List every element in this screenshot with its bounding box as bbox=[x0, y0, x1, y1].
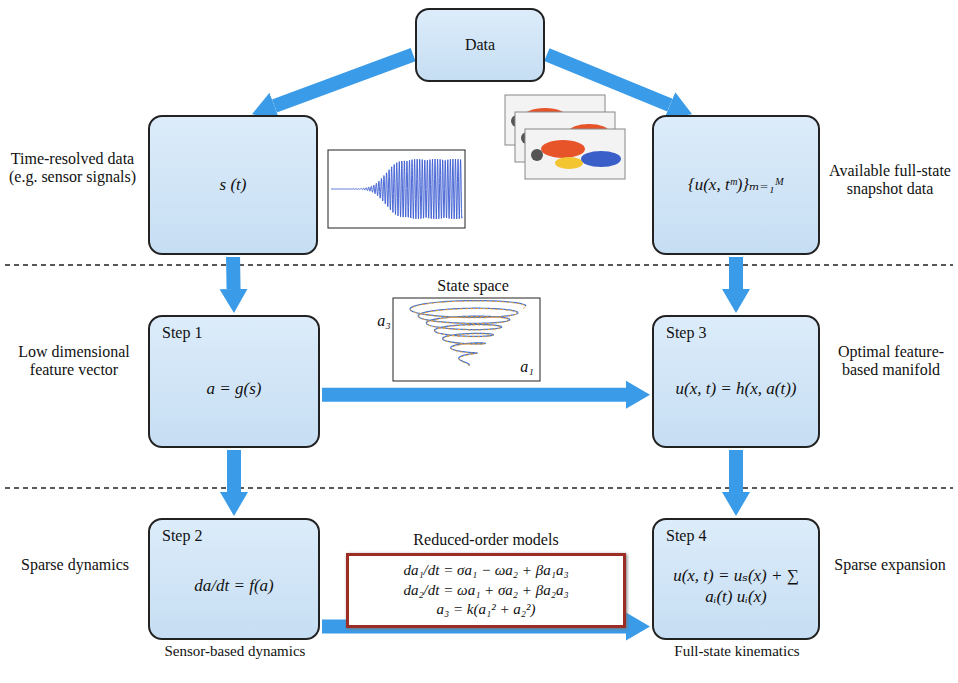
side-label: Sparse expansion bbox=[830, 556, 950, 574]
state-space-plot bbox=[410, 301, 526, 366]
axis-label: a₁ bbox=[518, 358, 536, 376]
side-label: Sensor-based dynamics bbox=[160, 643, 310, 660]
snapshot-box: {u(x, tᵐ)}ₘ₌₁ᴹ bbox=[652, 115, 820, 255]
node-text: s (t) bbox=[220, 175, 247, 195]
node-text: Data bbox=[465, 35, 495, 54]
model-frame: da₁/dt = σa₁ − ωa₂ + βa₁a₃da₂/dt = ωa₁ +… bbox=[346, 553, 626, 628]
step-title: Step 3 bbox=[666, 323, 706, 342]
side-label: Time-resolved data (e.g. sensor signals) bbox=[5, 150, 140, 187]
side-label: State space bbox=[413, 277, 533, 295]
step-title: Step 4 bbox=[666, 526, 706, 545]
node-text: {u(x, tᵐ)}ₘ₌₁ᴹ bbox=[688, 175, 784, 195]
signal-plot bbox=[331, 159, 462, 219]
step-title: Step 1 bbox=[162, 323, 202, 342]
side-label: Sparse dynamics bbox=[15, 556, 135, 574]
dashed-divider bbox=[5, 264, 953, 266]
side-label: Optimal feature-based manifold bbox=[828, 343, 954, 380]
signal-plot-frame bbox=[328, 150, 465, 228]
formula: da/dt = f(a) bbox=[162, 545, 306, 628]
formula: u(x, t) = h(x, a(t)) bbox=[666, 342, 806, 436]
snapshot-images bbox=[505, 95, 625, 179]
cylinder bbox=[531, 149, 543, 161]
flow-arrow bbox=[547, 55, 670, 105]
signal-box: s (t) bbox=[148, 115, 318, 255]
snapshot-border bbox=[525, 129, 625, 179]
snapshot-frame bbox=[525, 129, 625, 179]
model-box: Reduced-order models da₁/dt = σa₁ − ωa₂ +… bbox=[346, 530, 626, 628]
equation: a₃ = k(a₁² + a₂²) bbox=[359, 600, 613, 620]
model-heading: Reduced-order models bbox=[346, 530, 626, 549]
equation: da₂/dt = ωa₁ + σa₂ + βa₂a₃ bbox=[359, 581, 613, 601]
formula: u(x, t) = uₛ(x) + ∑ aᵢ(t) uᵢ(x) bbox=[666, 545, 806, 628]
trajectory bbox=[410, 301, 526, 366]
flow-arrow bbox=[729, 257, 743, 289]
step-box: Step 2da/dt = f(a) bbox=[148, 518, 320, 640]
step-box: Step 1a = g(s) bbox=[148, 315, 320, 448]
equation: da₁/dt = σa₁ − ωa₂ + βa₁a₃ bbox=[359, 561, 613, 581]
step-box: Step 3u(x, t) = h(x, a(t)) bbox=[652, 315, 820, 448]
flow-arrow bbox=[227, 450, 241, 492]
side-label: Full-state kinematics bbox=[662, 643, 812, 660]
flow-arrow bbox=[274, 55, 413, 106]
axis-label: a₃ bbox=[376, 312, 392, 330]
side-label: Available full-state snapshot data bbox=[826, 162, 954, 199]
vortex-blob bbox=[541, 140, 585, 158]
step-title: Step 2 bbox=[162, 526, 202, 545]
vortex-blob bbox=[581, 151, 621, 167]
side-label: Low dimensional feature vector bbox=[10, 343, 138, 380]
data-box: Data bbox=[415, 8, 545, 82]
step-box: Step 4u(x, t) = uₛ(x) + ∑ aᵢ(t) uᵢ(x) bbox=[652, 518, 820, 640]
flow-arrow bbox=[729, 450, 743, 492]
flow-arrow bbox=[322, 388, 626, 402]
model-trajectory bbox=[411, 301, 526, 366]
vortex-blob bbox=[555, 157, 583, 169]
state-space-frame bbox=[393, 298, 540, 381]
dashed-divider bbox=[5, 487, 953, 489]
sensor-signal bbox=[331, 159, 462, 219]
formula: a = g(s) bbox=[162, 342, 306, 436]
flow-arrow bbox=[226, 257, 241, 289]
